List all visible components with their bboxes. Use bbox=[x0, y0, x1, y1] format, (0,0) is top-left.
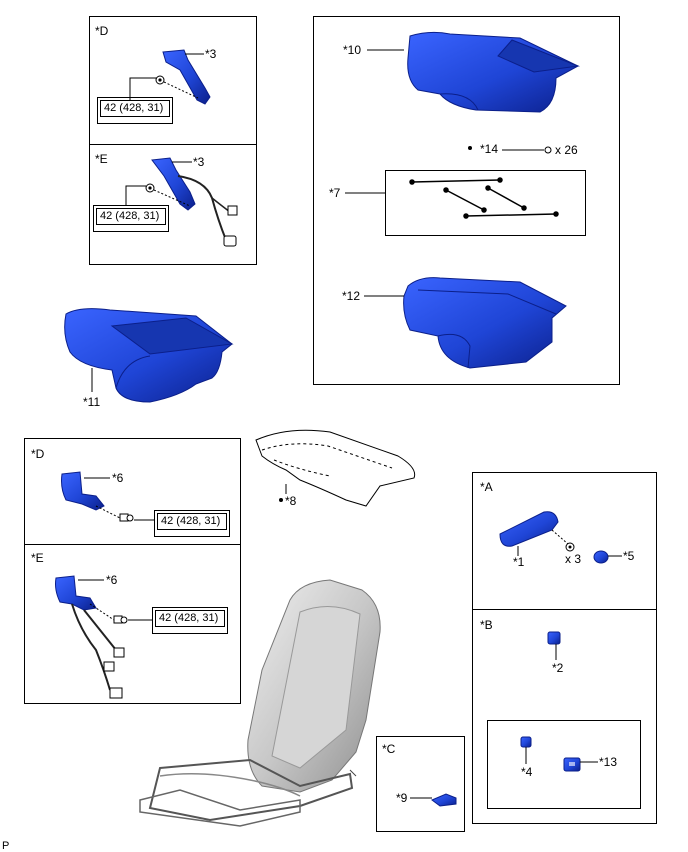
panel-top-left bbox=[89, 16, 257, 265]
panel-tag-d-top: *D bbox=[95, 24, 109, 38]
quantity-14: x 26 bbox=[555, 143, 578, 157]
divider-a-b bbox=[472, 609, 657, 610]
panel-tag-b: *B bbox=[480, 618, 493, 632]
torque-value: 42 (428, 31) bbox=[157, 513, 227, 530]
part-13-cover bbox=[563, 757, 581, 772]
part-label-3-d: *3 bbox=[205, 47, 217, 61]
torque-spec-top-d: 42 (428, 31) bbox=[97, 97, 173, 124]
part-9-clip bbox=[431, 793, 457, 807]
part-3-bracket-e bbox=[151, 157, 238, 247]
part-2-cover bbox=[547, 631, 561, 645]
panel-c bbox=[376, 736, 465, 832]
part-label-14: *14 bbox=[480, 142, 499, 156]
screw-icon bbox=[565, 542, 575, 552]
reference-dot bbox=[279, 498, 283, 502]
quantity-1: x 3 bbox=[565, 552, 582, 566]
part-14-hog-ring bbox=[544, 146, 552, 154]
bolt-icon bbox=[155, 75, 165, 85]
part-6-bracket-d bbox=[61, 471, 105, 511]
part-label-8: *8 bbox=[285, 494, 297, 508]
leader-torque-d bbox=[129, 77, 157, 100]
panel-mid-left bbox=[24, 438, 241, 704]
part-label-13: *13 bbox=[599, 755, 618, 769]
part-4-cover bbox=[520, 736, 532, 748]
panel-p7-clips bbox=[385, 170, 586, 236]
part-8-sheet bbox=[255, 429, 416, 507]
part-5-knob bbox=[593, 550, 609, 564]
divider-top-left bbox=[89, 144, 257, 145]
leader-torque-e bbox=[125, 185, 146, 206]
part-label-9: *9 bbox=[396, 791, 408, 805]
panel-tag-d-mid: *D bbox=[31, 447, 45, 461]
corner-marker: P bbox=[2, 840, 10, 852]
part-label-10: *10 bbox=[343, 43, 362, 57]
part-label-6-e: *6 bbox=[106, 573, 118, 587]
panel-tag-e-top: *E bbox=[95, 152, 108, 166]
torque-value: 42 (428, 31) bbox=[96, 208, 166, 225]
torque-spec-top-e: 42 (428, 31) bbox=[93, 205, 169, 232]
part-label-5: *5 bbox=[623, 549, 635, 563]
dashed-leader bbox=[551, 529, 569, 545]
part-12-seat-pad bbox=[403, 277, 567, 369]
part-label-12: *12 bbox=[342, 289, 361, 303]
bolt-icon bbox=[145, 183, 155, 193]
part-label-7: *7 bbox=[329, 186, 341, 200]
reference-dot bbox=[468, 146, 472, 150]
seat-frame-assembly bbox=[139, 579, 381, 827]
dashed-leader bbox=[153, 189, 191, 207]
part-1-cover bbox=[499, 511, 559, 547]
panel-top-right bbox=[313, 16, 620, 385]
torque-value: 42 (428, 31) bbox=[100, 100, 170, 117]
part-3-bracket-d bbox=[162, 49, 211, 105]
part-label-2: *2 bbox=[552, 661, 564, 675]
torque-spec-mid-e: 42 (428, 31) bbox=[152, 607, 228, 634]
part-6-bracket-e bbox=[55, 575, 125, 699]
dashed-leader bbox=[95, 505, 121, 519]
torque-spec-mid-d: 42 (428, 31) bbox=[154, 510, 230, 537]
part-7-wires bbox=[409, 177, 559, 219]
panel-b-inner bbox=[487, 720, 641, 809]
panel-tag-c: *C bbox=[382, 742, 396, 756]
part-10-seat-cover bbox=[407, 31, 580, 113]
part-label-1: *1 bbox=[513, 555, 525, 569]
panel-tag-e-mid: *E bbox=[31, 551, 44, 565]
panel-a-b bbox=[472, 472, 657, 824]
torque-value: 42 (428, 31) bbox=[155, 610, 225, 627]
bolt-icon bbox=[113, 615, 128, 624]
part-label-4: *4 bbox=[521, 765, 533, 779]
bolt-icon bbox=[119, 513, 134, 522]
divider-mid-left bbox=[24, 544, 241, 545]
part-label-6-d: *6 bbox=[112, 471, 124, 485]
part-label-11: *11 bbox=[83, 395, 101, 409]
part-11-seat-cushion bbox=[64, 308, 234, 403]
dashed-leader bbox=[89, 603, 115, 621]
panel-tag-a: *A bbox=[480, 480, 493, 494]
part-label-3-e: *3 bbox=[193, 155, 205, 169]
